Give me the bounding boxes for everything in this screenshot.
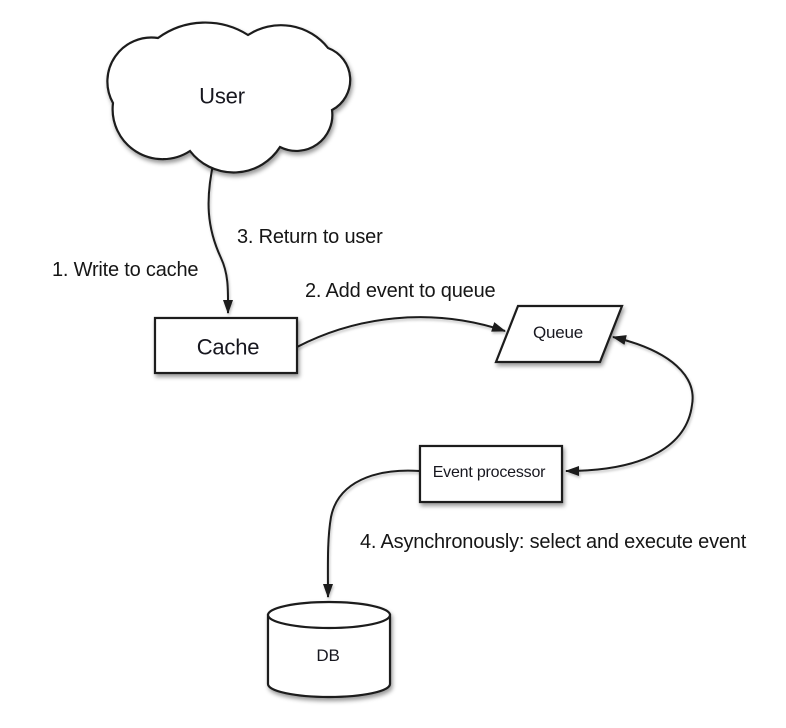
event-processor-box-shape xyxy=(418,444,564,504)
user-node-label: User xyxy=(199,83,245,109)
event-processor-to-db-arrow xyxy=(322,469,421,598)
label-async-select-execute: 4. Asynchronously: select and execute ev… xyxy=(360,531,747,553)
label-return-to-user: 3. Return to user xyxy=(237,226,383,248)
queue-to-event-processor-arrow xyxy=(565,404,693,476)
cache-to-queue-arrow xyxy=(296,316,506,348)
db-cylinder-top-shape xyxy=(266,600,392,630)
user-cloud-shape xyxy=(106,21,352,174)
db-node-label: DB xyxy=(316,646,340,666)
cache-node-label: Cache xyxy=(196,334,260,360)
event-processor-node-label: Event processor xyxy=(432,463,546,481)
queue-parallelogram-shape xyxy=(494,304,624,364)
label-write-to-cache: 1. Write to cache xyxy=(52,259,199,281)
cache-box-shape xyxy=(153,316,299,375)
event-processor-to-queue-arrow xyxy=(612,335,694,406)
db-cylinder-body-shape xyxy=(266,613,392,699)
queue-node-label: Queue xyxy=(532,323,584,343)
label-add-event-to-queue: 2. Add event to queue xyxy=(305,280,496,302)
user-to-cache-arrow xyxy=(207,159,234,314)
